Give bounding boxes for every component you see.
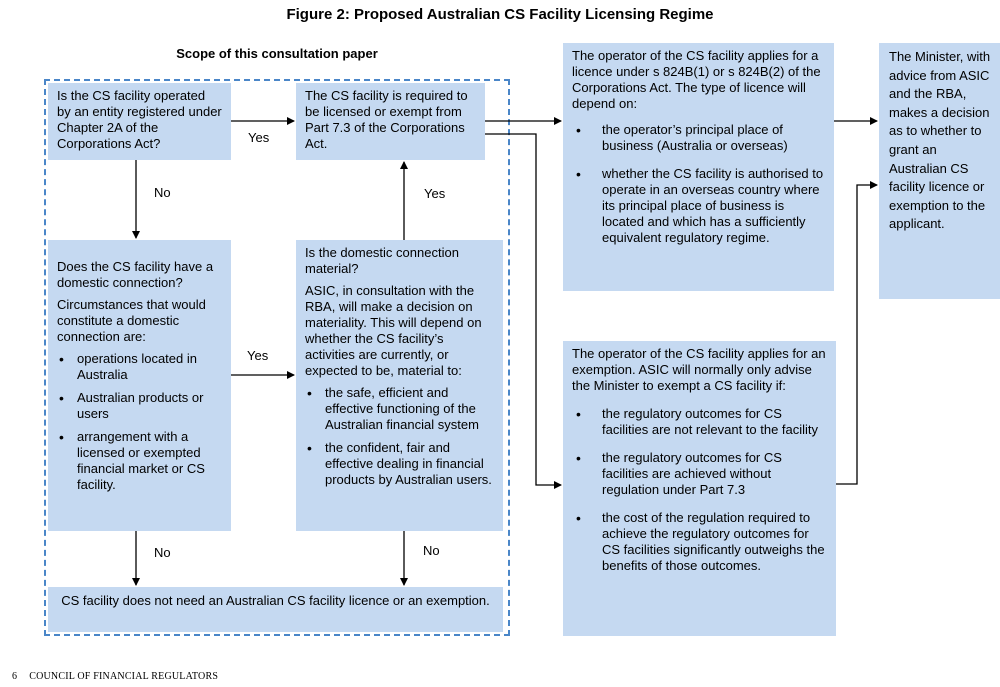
question-chapter-2a-text: Is the CS facility operated by an entity… (57, 88, 222, 151)
exemption-application-list: the regulatory outcomes for CS facilitie… (572, 406, 827, 574)
required-licensed-text: The CS facility is required to be licens… (305, 88, 468, 151)
scope-dashed-boundary (44, 79, 510, 636)
list-item: arrangement with a licensed or exempted … (57, 429, 222, 493)
footer-org: COUNCIL OF FINANCIAL REGULATORS (29, 671, 219, 682)
label-no-right-bottom: No (423, 543, 440, 558)
licence-application-list: the operator’s principal place of busine… (572, 122, 825, 246)
page-footer: 6 COUNCIL OF FINANCIAL REGULATORS (12, 671, 218, 682)
domestic-connection-list: operations located in Australia Australi… (57, 351, 222, 493)
domestic-connection-intro: Circumstances that would constitute a do… (57, 297, 206, 344)
materiality-question: Is the domestic connection material? (305, 245, 459, 276)
label-no-left-top: No (154, 185, 171, 200)
list-item: whether the CS facility is authorised to… (572, 166, 825, 246)
list-item: the confident, fair and effective dealin… (305, 440, 494, 488)
exemption-application-intro: The operator of the CS facility applies … (572, 346, 826, 393)
scope-label: Scope of this consultation paper (176, 46, 378, 61)
list-item: Australian products or users (57, 390, 222, 422)
page-number: 6 (12, 671, 18, 682)
licence-application-box: The operator of the CS facility applies … (563, 43, 834, 291)
list-item: the regulatory outcomes for CS facilitie… (572, 450, 827, 498)
minister-decision-text: The Minister, with advice from ASIC and … (889, 49, 991, 232)
list-item: operations located in Australia (57, 351, 222, 383)
materiality-box: Is the domestic connection material? ASI… (296, 240, 503, 531)
minister-decision-box: The Minister, with advice from ASIC and … (879, 43, 1000, 299)
label-yes-mid: Yes (247, 348, 269, 363)
label-yes-up: Yes (424, 186, 446, 201)
label-no-left-bottom: No (154, 545, 171, 560)
domestic-connection-box: Does the CS facility have a domestic con… (48, 240, 231, 531)
domestic-connection-question: Does the CS facility have a domestic con… (57, 259, 214, 290)
required-licensed-box: The CS facility is required to be licens… (296, 83, 485, 160)
exemption-application-box: The operator of the CS facility applies … (563, 341, 836, 636)
figure-title: Figure 2: Proposed Australian CS Facilit… (286, 6, 714, 23)
arrow-exemption-to-minister (836, 181, 878, 485)
no-licence-text: CS facility does not need an Australian … (61, 593, 490, 608)
no-licence-box: CS facility does not need an Australian … (48, 587, 503, 632)
list-item: the cost of the regulation required to a… (572, 510, 827, 574)
materiality-intro: ASIC, in consultation with the RBA, will… (305, 283, 482, 378)
list-item: the regulatory outcomes for CS facilitie… (572, 406, 827, 438)
question-chapter-2a-box: Is the CS facility operated by an entity… (48, 83, 231, 160)
list-item: the operator’s principal place of busine… (572, 122, 825, 154)
materiality-list: the safe, efficient and effective functi… (305, 385, 494, 488)
arrow-required-to-exemption (485, 133, 562, 489)
label-yes-top: Yes (248, 130, 270, 145)
licence-application-intro: The operator of the CS facility applies … (572, 48, 821, 111)
list-item: the safe, efficient and effective functi… (305, 385, 494, 433)
